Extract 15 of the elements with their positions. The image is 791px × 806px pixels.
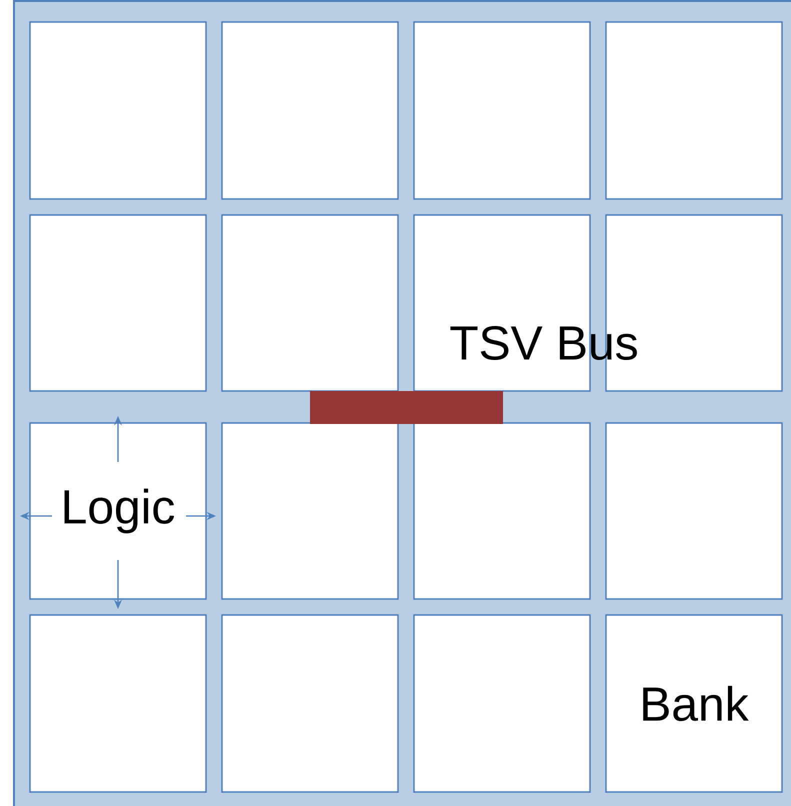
memory-block bbox=[221, 614, 399, 793]
memory-block bbox=[221, 21, 399, 200]
bus-bar bbox=[310, 391, 503, 424]
memory-block bbox=[413, 614, 591, 793]
memory-block bbox=[413, 422, 591, 600]
memory-block bbox=[29, 214, 207, 392]
memory-block bbox=[221, 214, 399, 392]
memory-block: Logic bbox=[29, 422, 207, 600]
memory-block bbox=[605, 422, 783, 600]
memory-block bbox=[413, 21, 591, 200]
memory-block bbox=[29, 614, 207, 793]
memory-block: Bank bbox=[605, 614, 783, 793]
memory-block bbox=[29, 21, 207, 200]
memory-block bbox=[221, 422, 399, 600]
memory-block bbox=[605, 21, 783, 200]
